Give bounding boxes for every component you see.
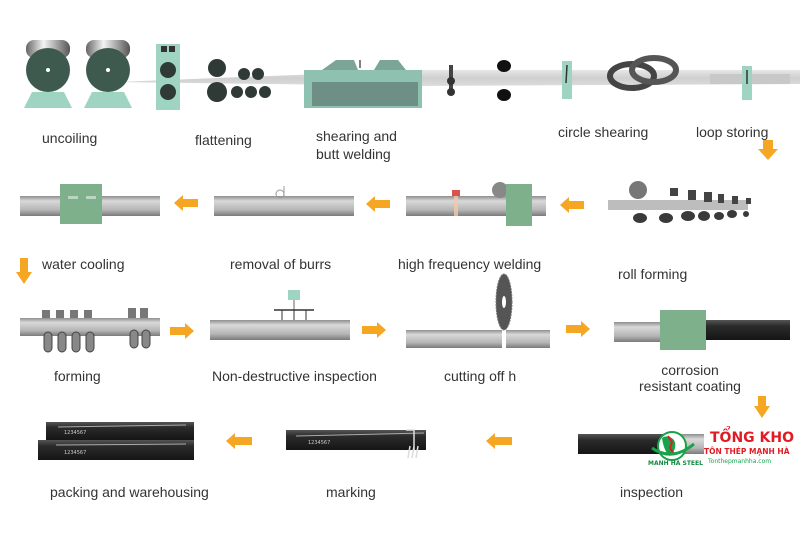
step-label-removal-burrs: removal of burrs <box>230 256 332 272</box>
arrow-left-icon <box>486 433 512 449</box>
step-label-shearing-1: shearing and <box>316 128 397 144</box>
hf-welding-machine <box>406 182 546 226</box>
forming-machine <box>20 308 160 353</box>
step-label-cutting: cutting off h <box>444 368 517 384</box>
arrow-down-icon <box>16 258 32 284</box>
arrow-right-icon <box>362 322 386 338</box>
step-label-circle-shearing: circle shearing <box>558 124 649 140</box>
coating-machine <box>614 310 790 350</box>
logo-brand: MANH HA STEEL <box>648 460 703 467</box>
cutting-machine <box>406 273 550 348</box>
step-label-coating-1: corrosion <box>661 362 719 378</box>
marking-pipe: 1234567 <box>286 429 426 459</box>
logo-subtitle: TÔN THÉP MẠNH HÀ <box>704 447 790 456</box>
burr-removal-pipe <box>214 186 354 216</box>
step-label-hf-welding: high frequency welding <box>398 256 542 272</box>
step-label-coating-2: resistant coating <box>639 378 741 394</box>
step-label-inspection: inspection <box>620 484 684 500</box>
arrow-left-icon <box>174 195 198 211</box>
logo-title: TỔNG KHO <box>710 430 794 446</box>
globe-logo-icon <box>651 431 695 461</box>
strip-guides <box>447 60 572 101</box>
coil-2 <box>84 40 132 108</box>
arrow-down-icon <box>758 140 778 160</box>
pipe-marking: 1234567 <box>64 430 86 436</box>
company-logo: MANH HA STEEL TỔNG KHO TÔN THÉP MẠNH HÀ … <box>648 428 798 474</box>
ndt-machine <box>210 290 350 340</box>
loop-coils <box>607 55 679 91</box>
pipe-marking: 1234567 <box>64 450 86 456</box>
loop-storing-machine <box>710 66 790 100</box>
packed-pipes: 1234567 1234567 <box>38 422 194 460</box>
arrow-down-icon <box>754 396 770 418</box>
step-label-roll-forming: roll forming <box>618 266 688 282</box>
arrow-left-icon <box>226 433 252 449</box>
step-label-ndt: Non-destructive inspection <box>212 368 377 384</box>
logo-url: Tonthepmanhha.com <box>708 458 772 465</box>
arrow-left-icon <box>560 197 584 213</box>
step-label-loop-storing: loop storing <box>696 124 769 140</box>
step-label-forming: forming <box>54 368 101 384</box>
coil-1 <box>24 40 72 108</box>
step-label-water-cooling: water cooling <box>42 256 125 272</box>
uncoiler-machine <box>24 40 132 108</box>
step-label-flattening: flattening <box>195 132 252 148</box>
pipe-marking: 1234567 <box>308 440 330 446</box>
arrow-right-icon <box>170 323 194 339</box>
step-label-uncoiling: uncoiling <box>42 130 98 146</box>
roll-forming-machine <box>608 181 751 223</box>
arrow-left-icon <box>366 196 390 212</box>
arrow-right-icon <box>566 321 590 337</box>
shearing-welding-machine <box>304 60 422 108</box>
water-cooling-machine <box>20 184 160 224</box>
step-label-packing: packing and warehousing <box>50 484 209 500</box>
step-label-marking: marking <box>326 484 376 500</box>
flattening-machine <box>156 44 271 110</box>
step-label-shearing-2: butt welding <box>316 146 391 162</box>
